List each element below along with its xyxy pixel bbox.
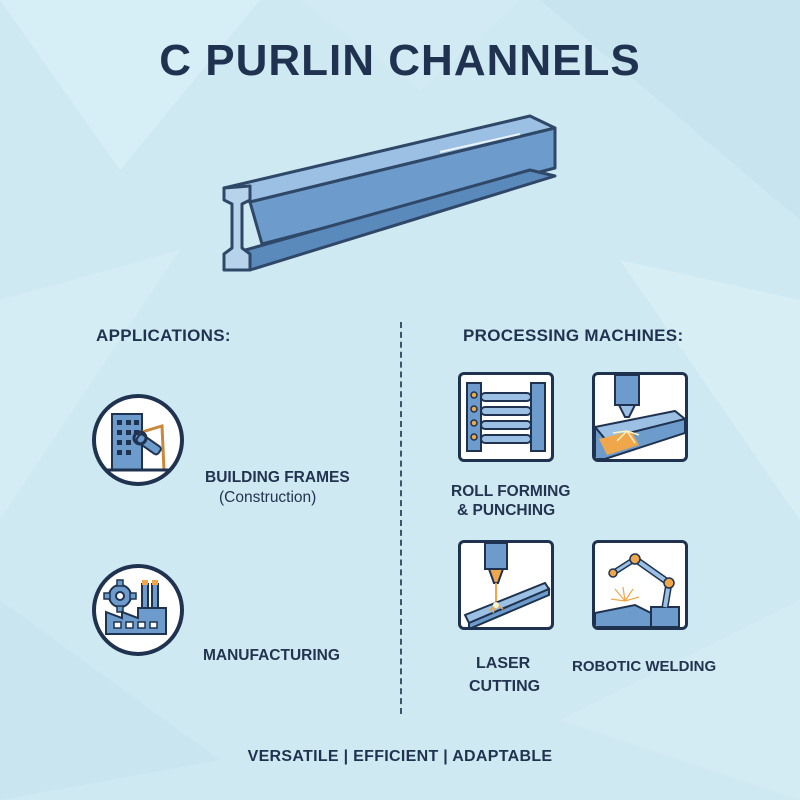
building-frames-label: BUILDING FRAMES	[205, 469, 350, 486]
processing-machines-heading: PROCESSING MACHINES:	[463, 326, 684, 345]
laser-cutting-icon	[463, 543, 551, 627]
roll-forming-icon	[466, 382, 546, 452]
manufacturing-label: MANUFACTURING	[203, 647, 340, 664]
roll-forming-label-line2: & PUNCHING	[457, 502, 556, 519]
laser-cutting-label-line1: LASER	[476, 655, 531, 672]
robotic-welding-icon	[595, 553, 680, 627]
c-purlin-beam-illustration	[222, 114, 557, 272]
robotic-welding-machine-card	[592, 540, 688, 630]
laser-cutting-label-line2: CUTTING	[469, 678, 541, 695]
building-frames-sublabel: (Construction)	[219, 489, 317, 506]
roll-forming-label-line1: ROLL FORMING	[451, 483, 571, 500]
roll-forming-machine-card	[458, 372, 554, 462]
tagline: VERSATILE | EFFICIENT | ADAPTABLE	[247, 748, 553, 765]
laser-cutting-machine-card	[458, 540, 554, 630]
page-title: C PURLIN CHANNELS	[159, 36, 641, 85]
torch-cutting-icon	[595, 375, 685, 459]
applications-heading: APPLICATIONS:	[96, 326, 231, 345]
robotic-welding-label: ROBOTIC WELDING	[572, 658, 717, 675]
factory-gear-icon	[92, 564, 184, 656]
building-wrench-icon	[92, 394, 184, 486]
torch-cutting-machine-card	[592, 372, 688, 462]
section-divider	[400, 322, 402, 714]
